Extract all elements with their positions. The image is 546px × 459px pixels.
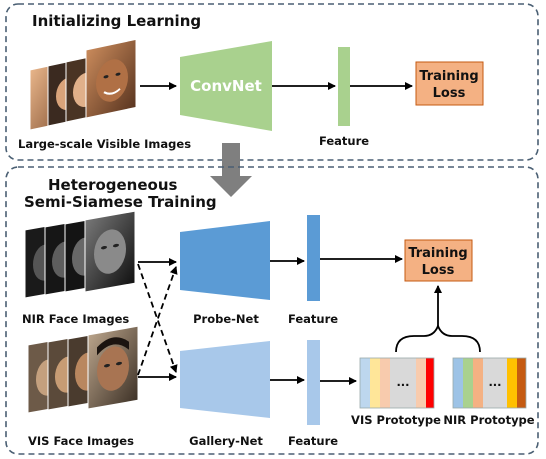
vis-to-probe-dashed-arrow [137, 266, 178, 376]
probe-net-trapezoid [180, 221, 270, 300]
top-panel-border [5, 3, 539, 161]
bottom-panel-title-line1: Heterogeneous [48, 176, 178, 194]
top-training-loss-box [415, 61, 484, 106]
probe-feature-caption: Feature [288, 312, 338, 326]
bottom-panel-title-line2: Semi-Siamese Training [24, 193, 217, 211]
nir-prototype-ellipsis: ... [488, 375, 501, 389]
bottom-panel-border [5, 166, 539, 455]
convnet-trapezoid [180, 41, 272, 131]
prototype-brace [395, 323, 481, 353]
vis-prototype: ... [359, 357, 435, 409]
top-panel-title: Initializing Learning [32, 12, 201, 30]
top-loss-label-line2: Loss [433, 86, 466, 101]
vis-prototype-caption: VIS Prototype [351, 413, 441, 427]
top-feature-caption: Feature [319, 134, 369, 148]
visible-images-caption: Large-scale Visible Images [18, 137, 191, 151]
probe-net-caption: Probe-Net [193, 312, 259, 326]
top-feature-bar [338, 47, 350, 126]
gallery-feature-caption: Feature [288, 434, 338, 448]
nir-prototype-caption: NIR Prototype [443, 413, 534, 427]
nir-images-caption: NIR Face Images [22, 312, 129, 326]
nir-images-stack [24, 210, 136, 299]
convnet-label: ConvNet [190, 77, 262, 95]
bottom-loss-label-line1: Training [408, 246, 467, 261]
vis-prototype-ellipsis: ... [396, 375, 409, 389]
bottom-training-loss-box [404, 239, 473, 282]
transition-arrow [210, 143, 252, 197]
nir-prototype: ... [452, 357, 527, 409]
probe-feature-bar [307, 215, 320, 301]
top-loss-label-line1: Training [419, 69, 478, 84]
nir-to-gallery-dashed-arrow [137, 263, 178, 373]
visible-images-stack [29, 38, 137, 131]
gallery-feature-bar [307, 340, 320, 425]
vis-images-stack [27, 325, 139, 414]
gallery-net-caption: Gallery-Net [189, 434, 263, 448]
gallery-net-trapezoid [180, 341, 270, 418]
vis-images-caption: VIS Face Images [28, 434, 134, 448]
bottom-loss-label-line2: Loss [422, 263, 455, 278]
